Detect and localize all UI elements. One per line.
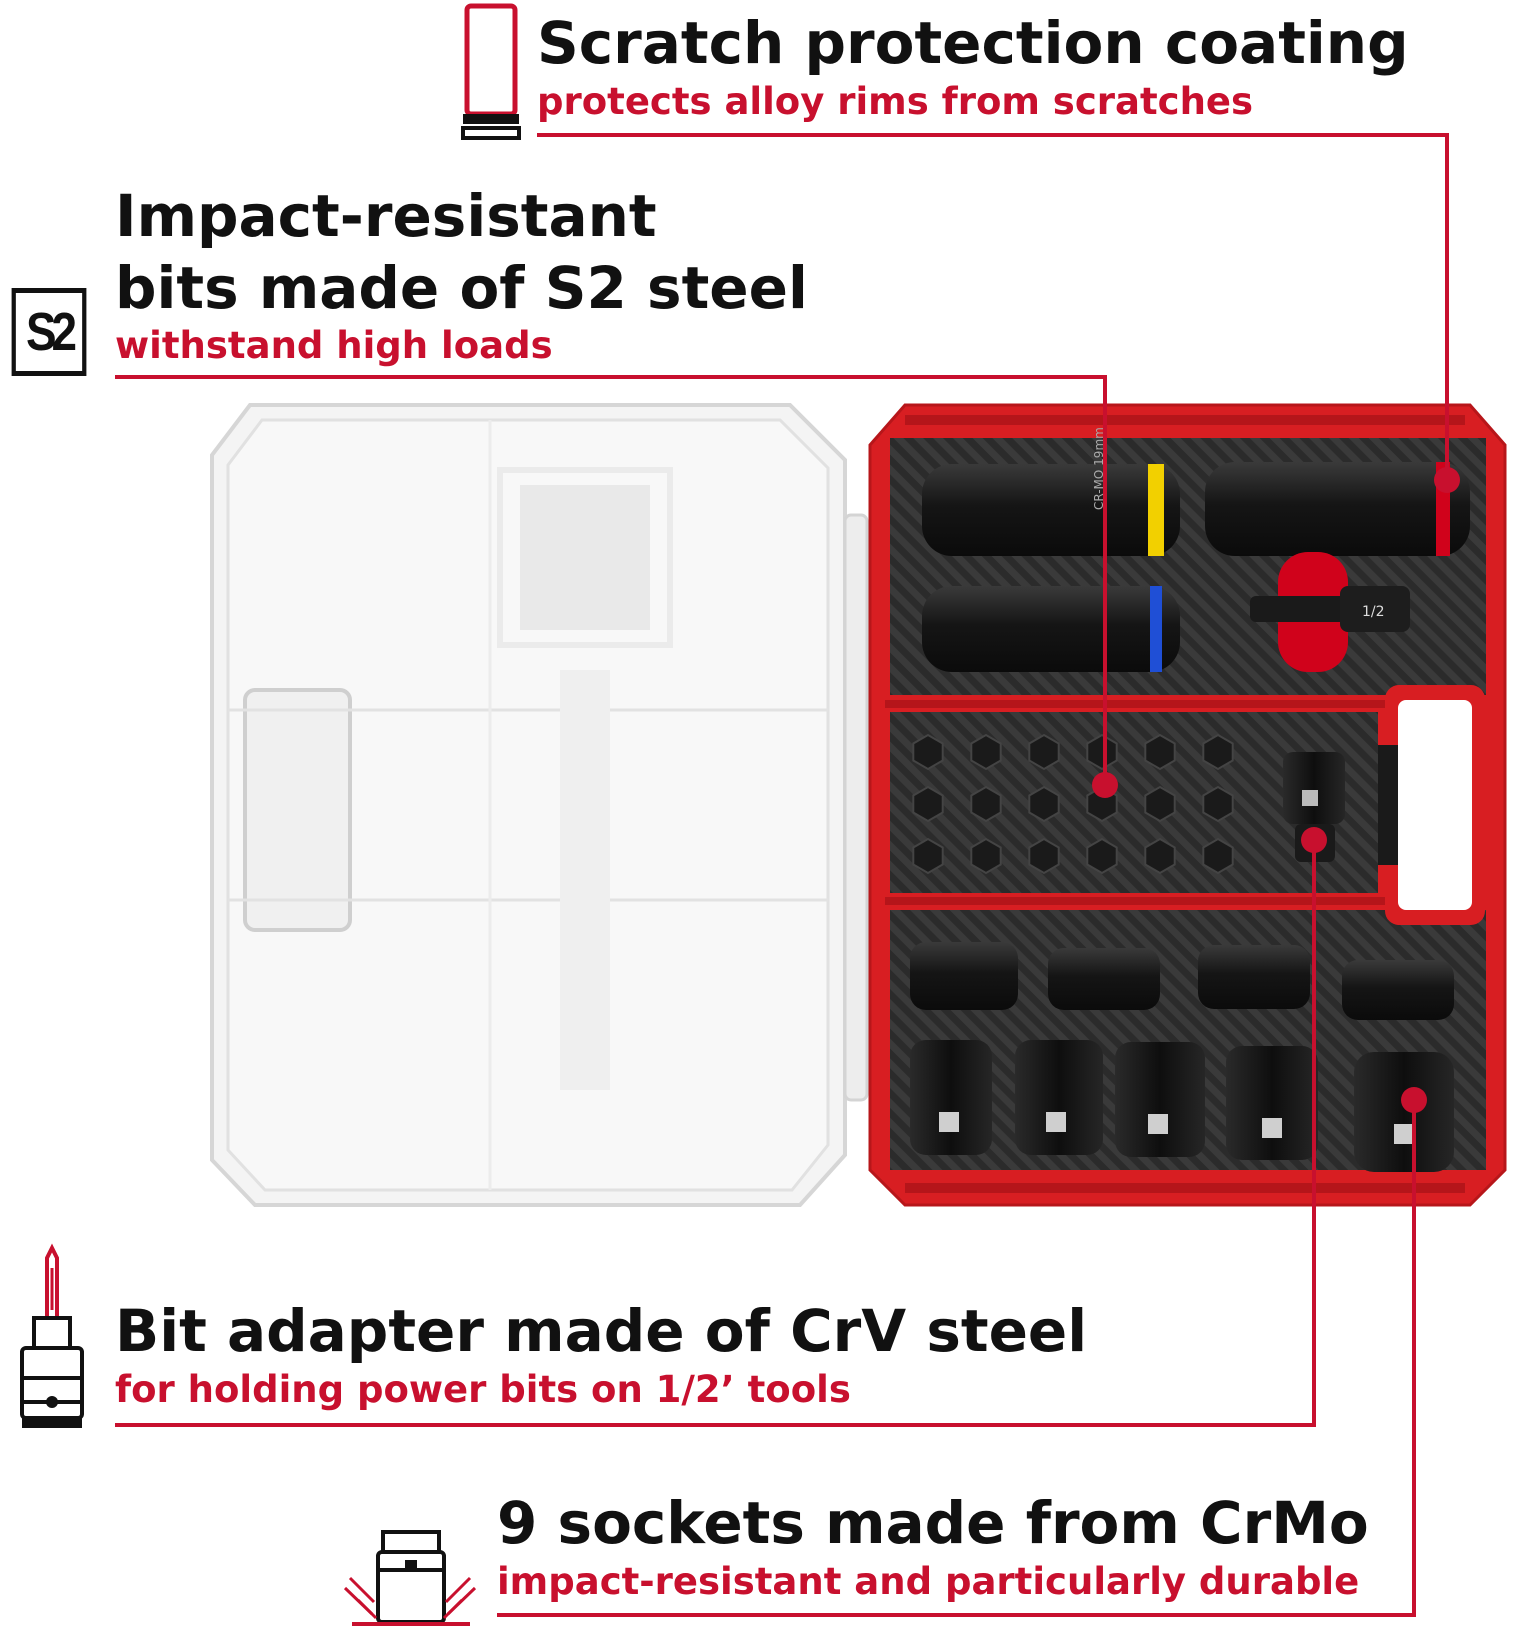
- impact-socket-icon: [343, 1530, 477, 1626]
- feature-subtitle: protects alloy rims from scratches: [537, 79, 1254, 123]
- bit-slot: [970, 837, 1002, 875]
- feature-title-line-1: Impact-resistant: [115, 182, 657, 250]
- bit-slot: [1086, 733, 1118, 771]
- bit-slot: [1202, 837, 1234, 875]
- long-socket-19mm: CR-MO 19mm: [922, 427, 1180, 556]
- bits-grid: [912, 733, 1234, 875]
- bit-slot: [1086, 837, 1118, 875]
- bit-slot: [1028, 733, 1060, 771]
- feature-crmo-sockets: 9 sockets made from CrMo impact-resistan…: [497, 1489, 1369, 1603]
- bit-slot: [970, 733, 1002, 771]
- bit-slot: [1202, 785, 1234, 823]
- callout-lines: [115, 133, 1449, 1617]
- bit-slot: [1144, 837, 1176, 875]
- svg-text:CR-MO 19mm: CR-MO 19mm: [1092, 427, 1106, 510]
- socket-row-lower: [910, 1040, 1454, 1172]
- bit-slot: [1028, 785, 1060, 823]
- s2-steel-badge: S2: [11, 288, 87, 376]
- feature-title: Impact-resistant bits made of S2 steel: [115, 180, 808, 324]
- socket-row-upper: [910, 942, 1454, 1020]
- feature-scratch-protection: Scratch protection coating protects allo…: [537, 9, 1409, 123]
- bit-slot: [1202, 733, 1234, 771]
- bit-slot: [912, 837, 944, 875]
- case-lid[interactable]: [210, 403, 869, 1207]
- feature-bit-adapter: Bit adapter made of CrV steel for holdin…: [115, 1297, 1088, 1411]
- feature-title: Scratch protection coating: [537, 9, 1409, 77]
- feature-subtitle: impact-resistant and particularly durabl…: [497, 1559, 1360, 1603]
- feature-title: Bit adapter made of CrV steel: [115, 1297, 1088, 1365]
- bit-slot: [1144, 733, 1176, 771]
- feature-impact-bits: Impact-resistant bits made of S2 steel w…: [115, 180, 808, 367]
- feature-subtitle: withstand high loads: [115, 324, 553, 367]
- adapter-label: 1/2: [1362, 604, 1385, 620]
- bit-adapter: 1/2: [1250, 552, 1410, 672]
- feature-title-line-2: bits made of S2 steel: [115, 254, 808, 322]
- bit-slot: [1144, 785, 1176, 823]
- bit-slot: [912, 785, 944, 823]
- bit-adapter-icon: [20, 1243, 84, 1428]
- bit-slot: [912, 733, 944, 771]
- feature-subtitle: for holding power bits on 1/2’ tools: [115, 1367, 851, 1411]
- bit-slot: [1028, 837, 1060, 875]
- long-socket-21mm: [1205, 462, 1470, 556]
- long-socket-17mm: [922, 586, 1180, 672]
- callout-dots: [1092, 467, 1460, 1113]
- bit-slot: [970, 785, 1002, 823]
- feature-title: 9 sockets made from CrMo: [497, 1489, 1369, 1557]
- long-socket-icon: [461, 3, 521, 140]
